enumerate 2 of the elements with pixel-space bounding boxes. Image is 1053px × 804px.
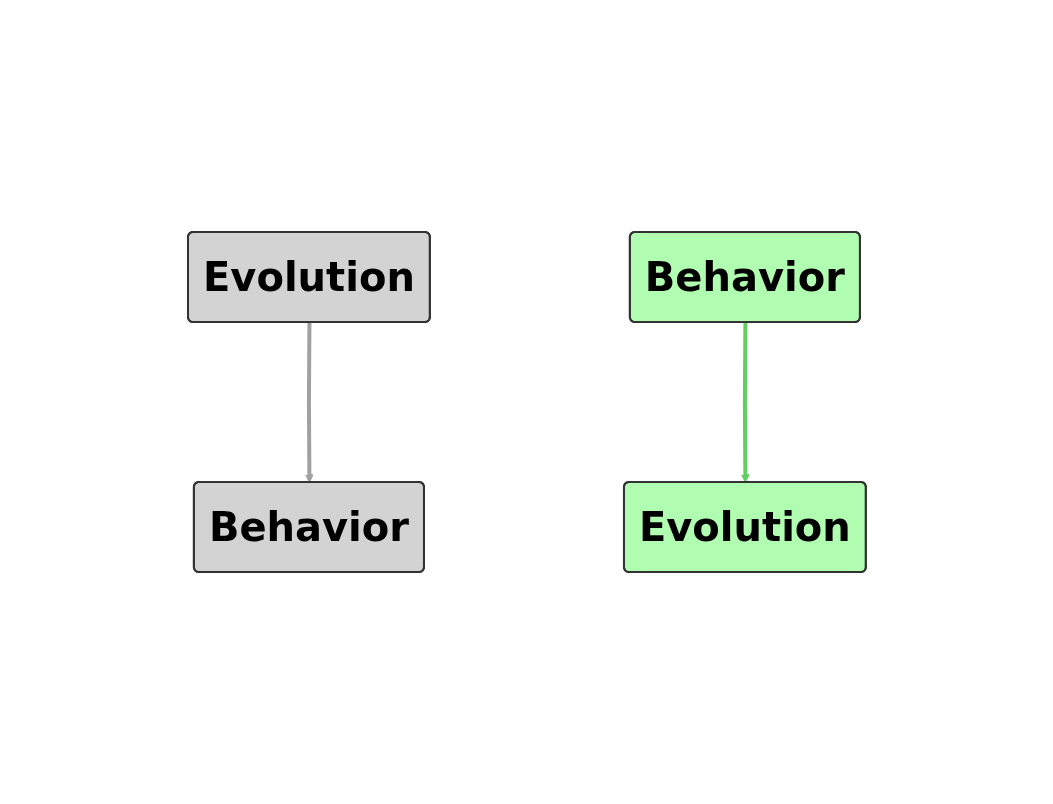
arrow (304, 322, 314, 483)
arrow (740, 322, 750, 483)
